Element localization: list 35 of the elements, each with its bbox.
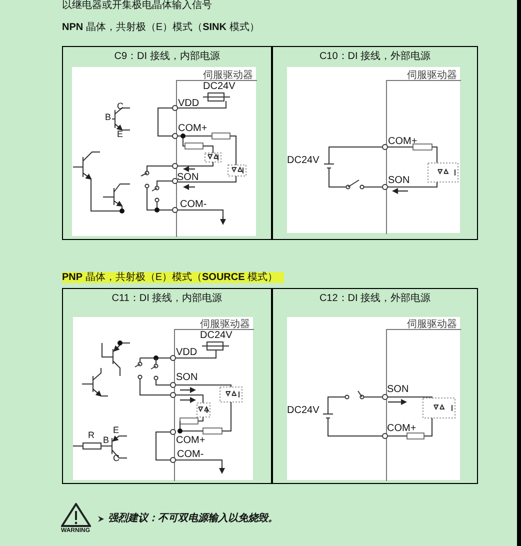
terminal-label: B (105, 113, 112, 123)
panel-heading: C12：DI 接线，外部电源 (319, 292, 431, 305)
pin-label: COM+ (388, 136, 418, 147)
section-heading: PNP 晶体，共射极（E）模式（SOURCE 模式） (62, 272, 284, 283)
voltage-label: DC24V (287, 155, 320, 166)
driver-label: 伺服驱动器 (407, 69, 457, 82)
pin-label: SON (388, 175, 410, 186)
voltage-label: DC24V (287, 405, 320, 416)
pin-label: COM+ (176, 435, 206, 446)
panel-heading: C10：DI 接线，外部电源 (319, 50, 431, 63)
pin-label: SON (176, 372, 198, 383)
pin-label: COM- (177, 449, 204, 460)
voltage-label: DC24V (203, 81, 236, 92)
panel-heading: C9：DI 接线，内部电源 (114, 50, 220, 63)
terminal-label: E (117, 130, 124, 140)
driver-label: 伺服驱动器 (203, 69, 253, 82)
voltage-label: DC24V (200, 330, 232, 341)
panel-heading: C11：DI 接线，内部电源 (112, 292, 222, 305)
intro-text: 以继电器或开集极电晶体输入信号 (62, 0, 212, 11)
pin-label: VDD (178, 98, 200, 109)
pin-label: COM+ (178, 123, 208, 134)
pin-label: VDD (176, 347, 198, 358)
terminal-label: B (103, 436, 110, 446)
pin-label: SON (387, 384, 409, 395)
terminal-label: E (113, 426, 120, 436)
section-heading: NPN 晶体，共射极（E）模式（SINK 模式） (62, 22, 260, 33)
terminal-label: C (113, 454, 120, 464)
terminal-label: C (117, 102, 124, 112)
pin-label: COM- (180, 199, 207, 210)
driver-label: 伺服驱动器 (407, 318, 457, 331)
warning-text: 强烈建议：不可双电源输入以免烧毁。 (108, 513, 278, 524)
driver-label: 伺服驱动器 (200, 318, 250, 331)
component-label: R (88, 431, 94, 441)
pin-label: SON (177, 172, 199, 183)
pin-label: COM+ (387, 423, 416, 434)
